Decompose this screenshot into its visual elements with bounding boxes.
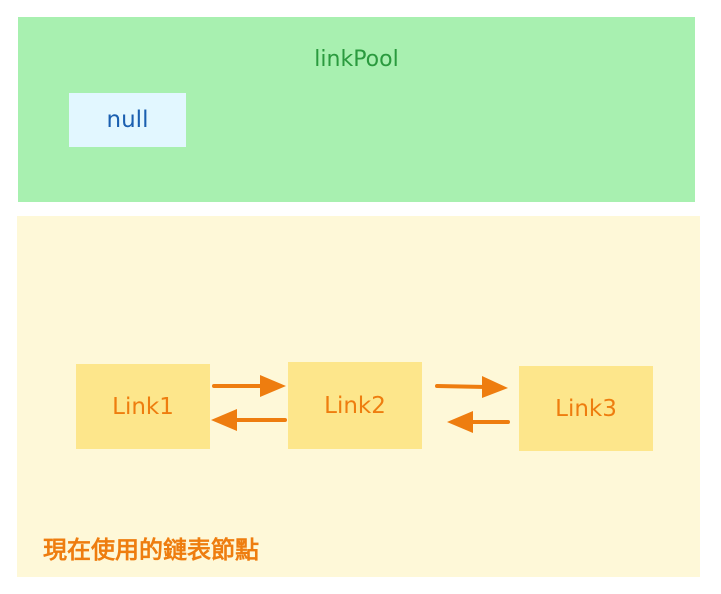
link-pool-panel: linkPool null	[18, 17, 695, 202]
active-list-panel: Link1 Link2 Link3 現在使用的鏈表節點	[17, 216, 700, 577]
link-node-2: Link2	[288, 362, 422, 449]
active-list-label: 現在使用的鏈表節點	[43, 536, 259, 564]
link-node-3: Link3	[519, 366, 653, 451]
link-node-1: Link1	[76, 364, 210, 449]
link-pool-null-entry: null	[69, 93, 186, 147]
link-pool-title: linkPool	[314, 47, 399, 72]
